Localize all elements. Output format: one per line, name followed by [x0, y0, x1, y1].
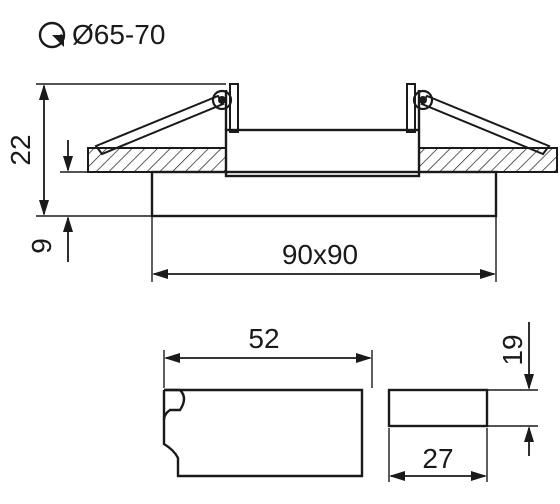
frame-size-label: 90x90: [282, 239, 358, 270]
ceiling-section: [87, 147, 558, 173]
height-dimension-9: [63, 140, 73, 262]
extension-lines: [36, 83, 497, 282]
total-height-label: 22: [5, 134, 36, 165]
spring-clip-right: [406, 83, 551, 156]
fixture-body: [150, 90, 498, 218]
hole-saw-icon: [38, 21, 66, 49]
cutout-diameter-label: Ø65-70: [72, 19, 165, 50]
depth-dimension-19: [524, 322, 534, 456]
module-length-label: 27: [422, 443, 453, 474]
module-side-view: [162, 350, 373, 478]
module-width-label: 52: [248, 323, 279, 354]
length-dimension-27: [389, 471, 487, 481]
bottom-height-label: 9: [26, 238, 57, 254]
module-depth-label: 19: [497, 334, 528, 365]
module-end-view: [387, 388, 538, 482]
spring-clip-left: [94, 83, 239, 156]
width-dimension-52: [164, 353, 372, 363]
height-dimension-22: [39, 84, 49, 216]
width-dimension-90x90: [152, 269, 496, 279]
